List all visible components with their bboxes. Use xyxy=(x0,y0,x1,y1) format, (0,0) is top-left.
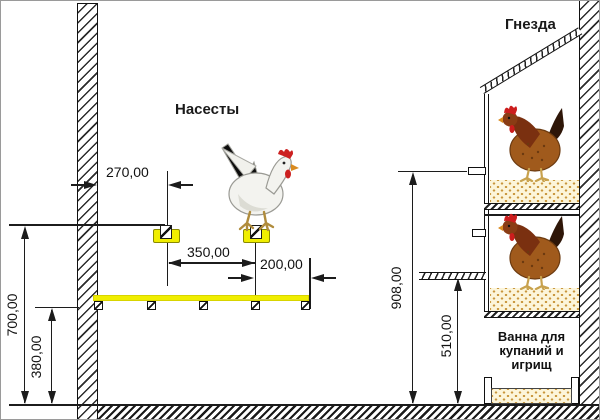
dim-380-arrow-top xyxy=(47,308,56,321)
dim-350-arrow-left xyxy=(168,259,181,267)
bath-label-line1: Ванна для xyxy=(497,329,566,344)
dim-380-arrow-bottom xyxy=(47,391,56,404)
upper-nest-floor xyxy=(484,203,579,210)
dim-700-ref-line xyxy=(9,224,165,226)
nests-title: Гнезда xyxy=(505,16,556,33)
bath-label-line2: купаний и xyxy=(499,343,564,358)
droppings-board xyxy=(93,295,309,301)
brown-hen-lower-icon xyxy=(498,213,564,290)
board-edge-extension-line xyxy=(309,258,311,309)
bath-label-line3: игрищ xyxy=(511,357,552,372)
dim-908-arrow-top xyxy=(408,172,417,185)
dim-200-arrow-right xyxy=(311,274,324,282)
perch2-extension-line xyxy=(254,243,257,309)
dim-350-arrow-right xyxy=(242,259,255,267)
perch-rod-1 xyxy=(160,225,172,239)
dim-510-arrow-top xyxy=(453,278,462,291)
lower-nest-perch-stub xyxy=(472,229,486,237)
dim-270-arrow-right xyxy=(168,181,181,189)
board-support-2 xyxy=(147,301,156,310)
dim-350-line xyxy=(169,262,255,264)
board-support-3 xyxy=(199,301,208,310)
perches-title: Насесты xyxy=(175,101,240,118)
dim-510-label: 510,00 xyxy=(438,314,454,358)
lower-nest-ceiling-line xyxy=(484,214,579,216)
left-wall xyxy=(77,3,98,419)
dim-200-label: 200,00 xyxy=(260,256,303,272)
upper-nest-bedding xyxy=(490,180,579,203)
dim-200-tail-right xyxy=(322,277,336,279)
lower-nest-floor xyxy=(484,311,579,318)
nest-landing-shelf xyxy=(419,272,486,280)
brown-hen-upper-icon xyxy=(498,105,564,182)
dim-908-arrow-bottom xyxy=(408,391,417,404)
dim-510-line xyxy=(456,281,459,403)
dim-700-label: 700,00 xyxy=(4,293,20,337)
dim-200-tail-left xyxy=(228,277,244,279)
dim-700-arrow-bottom xyxy=(20,391,29,404)
board-support-4 xyxy=(251,301,260,310)
dim-270-tail-right xyxy=(179,184,193,186)
dim-200-arrow-left xyxy=(241,274,254,282)
lower-nest-bedding xyxy=(490,288,579,311)
dim-908-line xyxy=(411,175,414,403)
white-hen-icon xyxy=(221,143,299,232)
bath-label: Ванна для купаний и игрищ xyxy=(484,330,579,372)
board-support-1 xyxy=(94,301,103,310)
dim-380-label: 380,00 xyxy=(28,335,44,379)
upper-nest-perch-stub xyxy=(468,167,486,175)
dim-908-label: 908,00 xyxy=(388,266,404,310)
dim-270-arrow-left xyxy=(84,181,97,189)
right-wall xyxy=(579,1,599,419)
nest-roof xyxy=(479,27,583,94)
bath-tray xyxy=(491,388,572,404)
dim-510-arrow-bottom xyxy=(453,391,462,404)
floor-line xyxy=(9,404,599,406)
bath-right-post xyxy=(571,377,579,404)
dim-270-tail-left xyxy=(71,184,87,186)
dim-700-arrow-top xyxy=(20,226,29,239)
dim-350-label: 350,00 xyxy=(187,244,230,260)
board-support-5 xyxy=(301,301,310,310)
dim-270-label: 270,00 xyxy=(106,164,149,180)
dim-380-ref-line xyxy=(35,306,79,309)
dim-380-line xyxy=(50,310,53,403)
dim-700-line xyxy=(23,229,26,403)
dim-908-ref-line xyxy=(398,170,467,173)
floor-hatch-band xyxy=(98,406,599,419)
